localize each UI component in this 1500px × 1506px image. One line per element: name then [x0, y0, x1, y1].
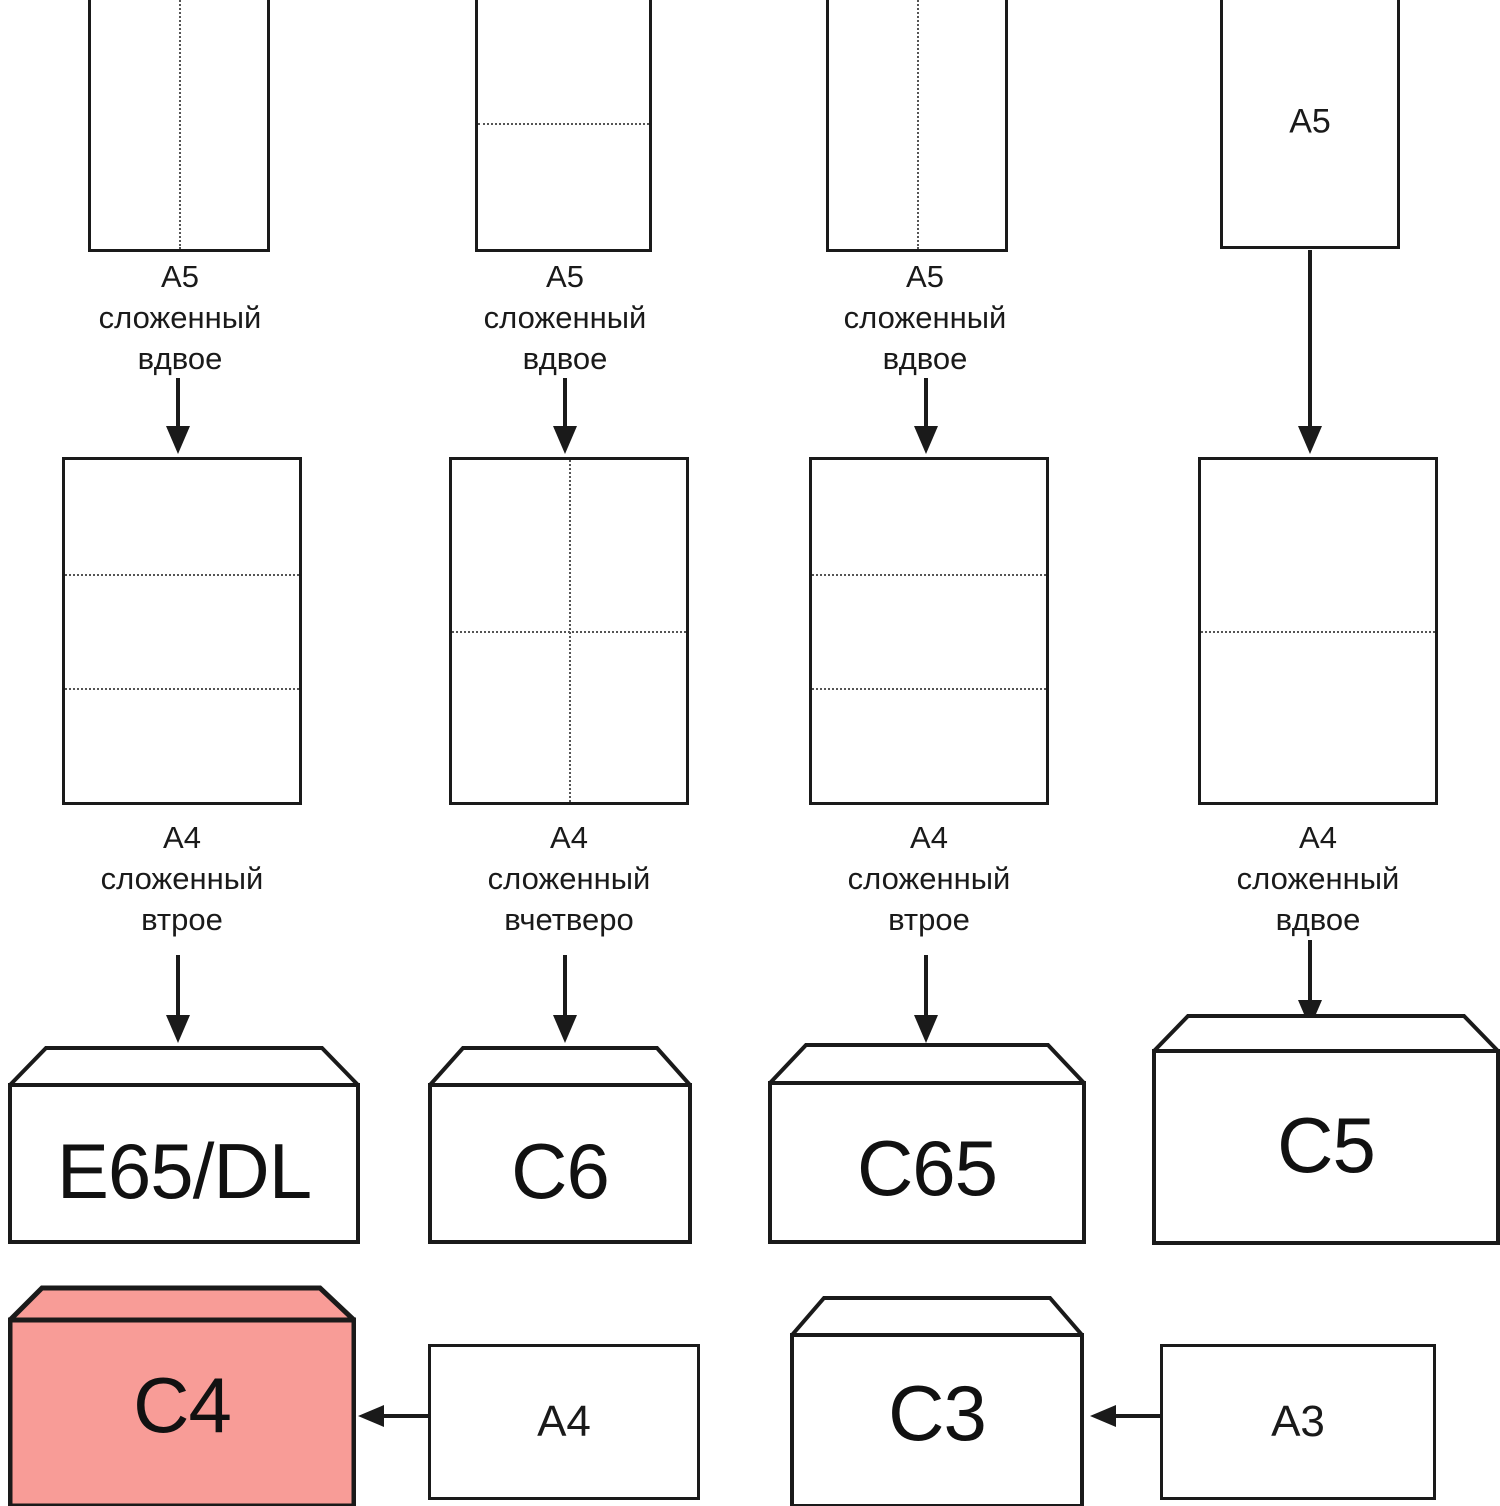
sheet-a4-col4 — [1198, 457, 1438, 805]
arrow-down-env-col1 — [158, 955, 198, 1052]
arrow-down-env-col2 — [545, 955, 585, 1052]
arrow-left-a3-to-c3 — [1088, 1396, 1160, 1441]
envelope-c3: C3 — [790, 1290, 1084, 1506]
fold-line-horizontal — [1201, 631, 1435, 633]
fold-line-horizontal-2 — [812, 687, 1046, 690]
sheet-a4-col2 — [449, 457, 689, 805]
fold-line-vertical — [917, 0, 919, 249]
sheet-a3-bottom: A3 — [1160, 1344, 1436, 1500]
arrow-down-env-col3 — [906, 955, 946, 1052]
envelope-c4: C4 — [8, 1282, 356, 1506]
envelope-label: E65/DL — [56, 1127, 312, 1215]
caption-a4-col3: A4 сложенный втрое — [847, 820, 1011, 938]
fold-line-horizontal-1 — [812, 573, 1046, 576]
sheet-a5-col1 — [88, 0, 270, 252]
sheet-label: A3 — [1271, 1397, 1325, 1446]
fold-line-vertical — [179, 0, 181, 249]
fold-line-horizontal-2 — [65, 687, 299, 690]
envelope-label: C65 — [856, 1124, 998, 1212]
sheet-a5-col2 — [475, 0, 652, 252]
caption-a5-col3: A5 сложенный вдвое — [843, 259, 1007, 377]
envelope-label: C6 — [511, 1127, 610, 1215]
arrow-down-col3 — [906, 378, 946, 463]
caption-a5-col1: A5 сложенный вдвое — [98, 259, 262, 377]
arrow-down-col1 — [158, 378, 198, 463]
sheet-a5-col4: A5 — [1220, 0, 1400, 249]
envelope-c5: C5 — [1152, 1008, 1500, 1246]
envelope-label: C4 — [133, 1361, 232, 1449]
sheet-label: A4 — [537, 1397, 591, 1446]
caption-a4-col2: A4 сложенный вчетверо — [487, 820, 651, 938]
arrow-down-col4 — [1290, 250, 1330, 463]
envelope-c6: C6 — [428, 1038, 692, 1244]
envelope-e65-dl: E65/DL — [8, 1038, 360, 1244]
sheet-a4-col3 — [809, 457, 1049, 805]
fold-line-horizontal-1 — [65, 573, 299, 576]
envelope-label: C5 — [1277, 1101, 1376, 1189]
fold-line-horizontal — [478, 123, 649, 125]
sheet-a4-bottom: A4 — [428, 1344, 700, 1500]
arrow-left-a4-to-c4 — [356, 1396, 430, 1441]
sheet-a4-col1 — [62, 457, 302, 805]
arrow-down-col2 — [545, 378, 585, 463]
caption-a4-col4: A4 сложенный вдвое — [1236, 820, 1400, 938]
envelope-c65: C65 — [768, 1035, 1086, 1244]
fold-line-vertical — [569, 460, 571, 802]
envelope-label: C3 — [888, 1369, 987, 1457]
caption-a4-col1: A4 сложенный втрое — [100, 820, 264, 938]
sheet-a5-col3 — [826, 0, 1008, 252]
caption-a5-col2: A5 сложенный вдвое — [483, 259, 647, 377]
sheet-label: A5 — [1289, 102, 1331, 140]
